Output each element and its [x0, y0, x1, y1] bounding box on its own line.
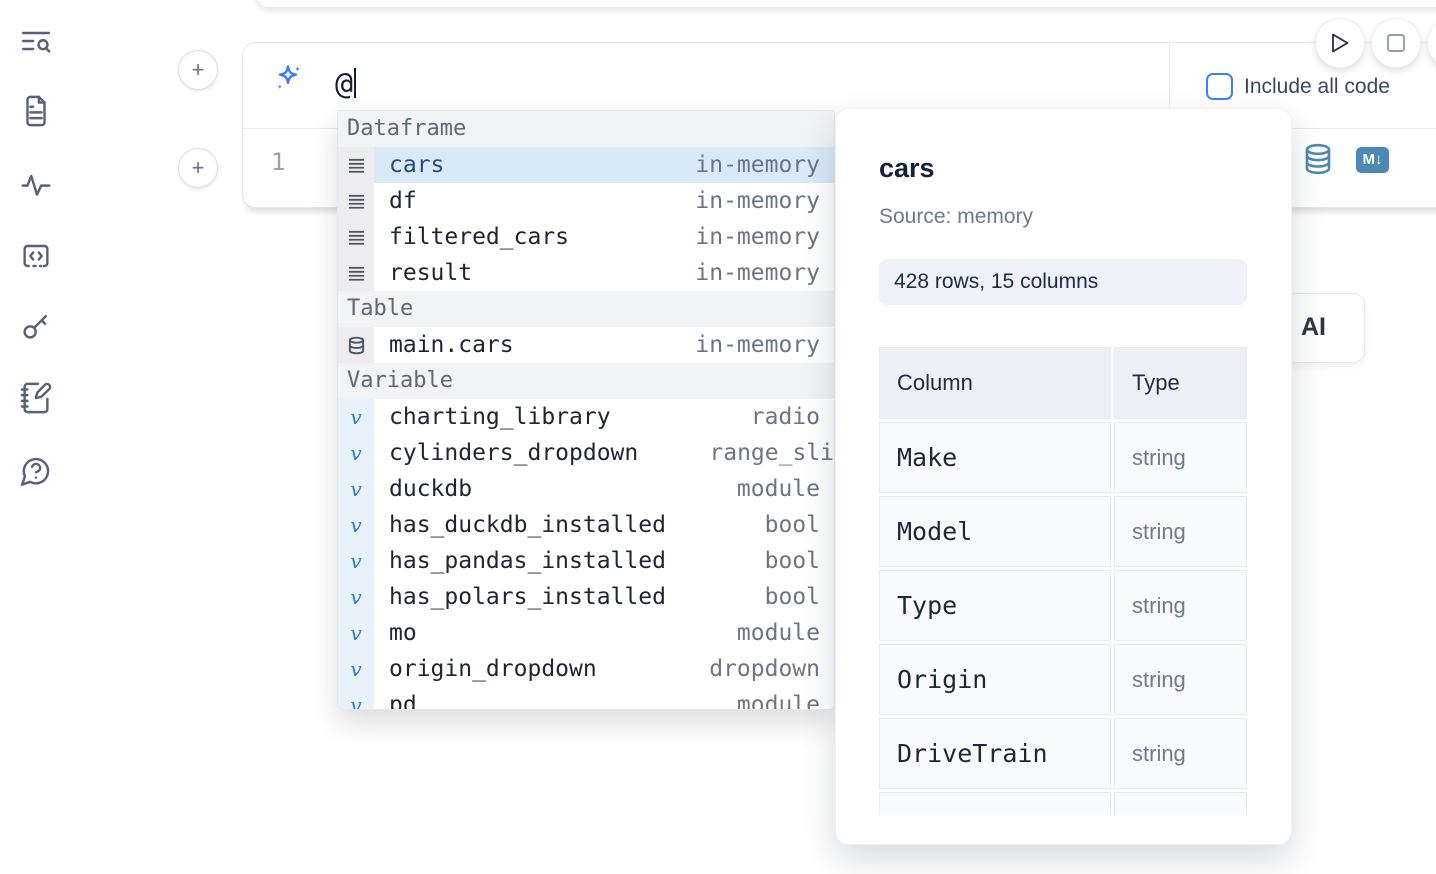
- autocomplete-section-header: Variable: [338, 363, 834, 399]
- scratchpad-icon[interactable]: [19, 381, 53, 415]
- preview-source: Source: memory: [879, 205, 1034, 228]
- line-number: 1: [271, 148, 286, 176]
- text-cursor: [354, 68, 357, 98]
- run-cell-button[interactable]: [1315, 18, 1365, 68]
- ai-options-zone: Include all code: [1169, 43, 1436, 129]
- key-icon[interactable]: [19, 309, 53, 343]
- rows-icon: [348, 230, 364, 245]
- add-cell-button-bottom[interactable]: +: [178, 148, 218, 188]
- variable-icon: v: [350, 585, 362, 609]
- play-icon: [1332, 33, 1349, 53]
- code-editor[interactable]: 1 M↓: [243, 130, 1436, 207]
- ai-prompt-value: @: [335, 67, 354, 102]
- variable-icon: v: [350, 693, 362, 710]
- variable-icon: v: [350, 513, 362, 537]
- variable-icon: v: [350, 441, 362, 465]
- markdown-badge-icon[interactable]: M↓: [1356, 147, 1389, 173]
- database-icon[interactable]: [1303, 143, 1333, 175]
- file-document-icon[interactable]: [19, 94, 53, 128]
- include-all-code-label: Include all code: [1244, 75, 1390, 98]
- autocomplete-section-header: Table: [338, 291, 834, 327]
- help-chat-icon[interactable]: [19, 454, 53, 488]
- variable-icon: v: [350, 477, 362, 501]
- rows-icon: [348, 266, 364, 281]
- stop-icon: [1387, 34, 1405, 52]
- sparkles-icon: [277, 65, 301, 89]
- text-search-icon[interactable]: [19, 24, 53, 58]
- preview-title: cars: [879, 153, 935, 183]
- activity-icon[interactable]: [19, 167, 53, 201]
- variable-icon: v: [350, 549, 362, 573]
- sidebar: [0, 0, 72, 874]
- shape-badge: 428 rows, 15 columns: [879, 259, 1247, 305]
- add-cell-button-top[interactable]: +: [178, 50, 218, 90]
- variable-icon: v: [350, 621, 362, 645]
- variable-icon: v: [350, 405, 362, 429]
- autocomplete-section-header: Dataframe: [338, 111, 834, 147]
- rows-icon: [348, 158, 364, 173]
- code-snippet-icon[interactable]: [19, 239, 53, 273]
- include-all-code-checkbox[interactable]: [1206, 73, 1233, 100]
- table-row-partial: [879, 792, 1247, 815]
- database-icon: [348, 336, 364, 354]
- dataframe-preview-panel: cars Source: memory 428 rows, 15 columns…: [835, 108, 1292, 845]
- variable-icon: v: [350, 657, 362, 681]
- rows-icon: [348, 194, 364, 209]
- previous-cell-fragment: [255, 0, 1436, 8]
- stop-cell-button[interactable]: [1371, 18, 1421, 68]
